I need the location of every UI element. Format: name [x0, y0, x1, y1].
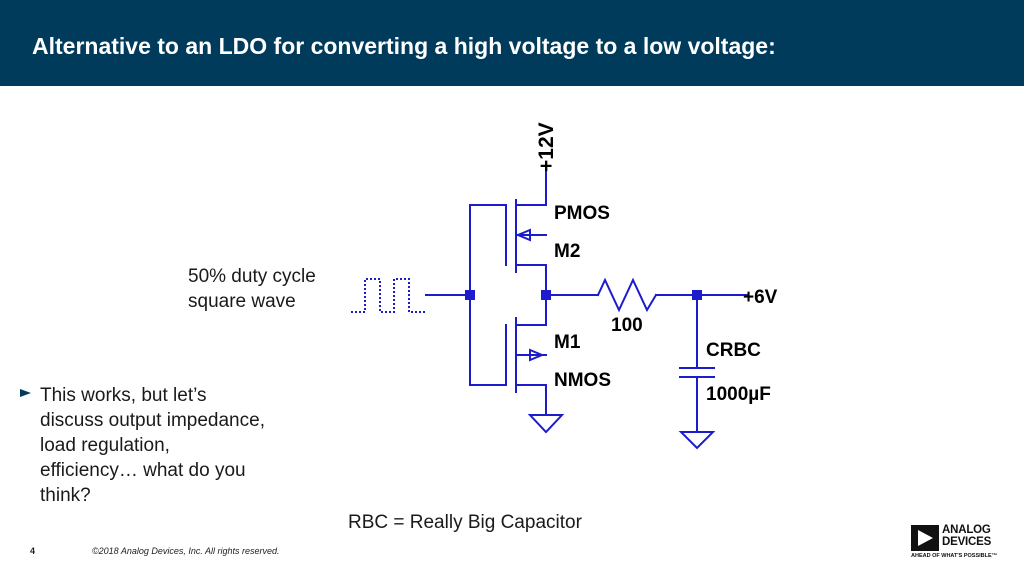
bullet-arrow-icon [20, 389, 31, 397]
bullet-text: This works, but let’s discuss output imp… [40, 385, 265, 506]
rbc-note: RBC = Really Big Capacitor [348, 512, 582, 533]
output-label: +6V [743, 287, 778, 308]
pmos-label: PMOS [554, 203, 610, 224]
analog-devices-triangle-logo-icon [911, 525, 939, 551]
slide-title: Alternative to an LDO for converting a h… [32, 33, 776, 59]
node-gate [465, 290, 475, 300]
resistor-symbol [596, 277, 658, 313]
node-switch [541, 290, 551, 300]
cap-value: 1000µF [706, 384, 771, 405]
input-label-line1: 50% duty cycle [188, 266, 316, 287]
square-wave-symbol [351, 278, 425, 313]
title-bar: Alternative to an LDO for converting a h… [0, 0, 1024, 86]
supply-label: +12V [535, 122, 558, 172]
page-number: 4 [30, 546, 36, 556]
ground-symbol-cap [678, 431, 716, 450]
resistor-value: 100 [611, 315, 643, 336]
ground-symbol-nmos [527, 414, 565, 434]
logo-name-line1: ANALOG [942, 524, 991, 536]
analog-devices-logo: ANALOG DEVICES AHEAD OF WHAT'S POSSIBLE™ [908, 523, 1012, 561]
logo-tagline: AHEAD OF WHAT'S POSSIBLE™ [911, 553, 998, 559]
copyright: ©2018 Analog Devices, Inc. All rights re… [92, 546, 280, 556]
node-output [692, 290, 702, 300]
cap-ref: CRBC [706, 340, 761, 361]
nmos-arrow [529, 348, 545, 362]
nmos-ref: M1 [554, 332, 581, 353]
input-label-line2: square wave [188, 291, 296, 312]
pmos-arrow [515, 228, 531, 242]
logo-wordmark: ANALOG DEVICES [942, 524, 991, 548]
nmos-label: NMOS [554, 370, 611, 391]
logo-name-line2: DEVICES [942, 536, 992, 548]
pmos-ref: M2 [554, 241, 580, 262]
